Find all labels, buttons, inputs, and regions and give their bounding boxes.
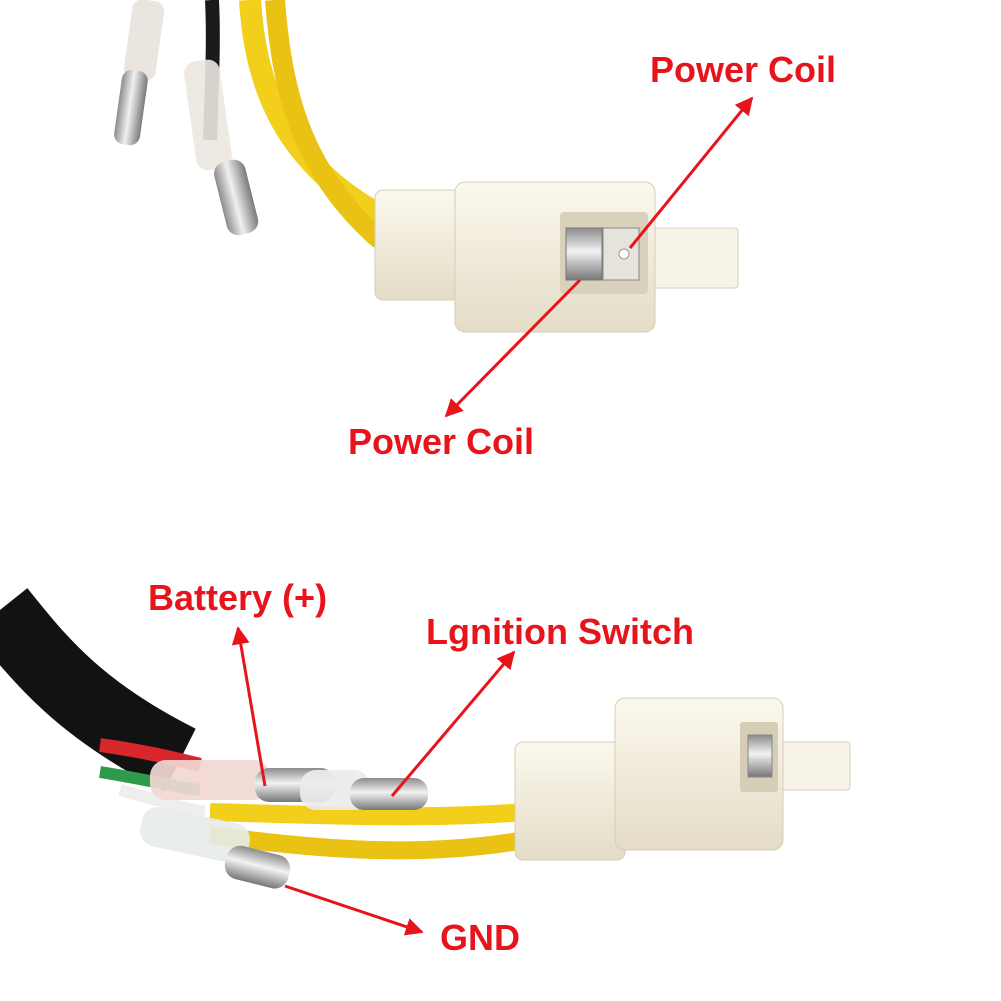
arrow-battery	[231, 626, 267, 787]
label-battery: Battery (+)	[148, 577, 328, 618]
terminal-sleeve	[140, 806, 250, 864]
label-power-coil-top: Power Coil	[650, 49, 837, 90]
label-gnd: GND	[440, 917, 520, 958]
terminal-blade	[747, 734, 773, 778]
yellow-wire	[265, 0, 387, 248]
arrow-ignition	[390, 650, 516, 797]
callout-arrows	[231, 96, 754, 936]
terminal-sleeve	[123, 0, 165, 81]
bottom-connector-assembly	[0, 588, 851, 889]
terminal-hole	[618, 248, 630, 260]
yellow-wire	[209, 803, 526, 826]
black-cable	[0, 588, 196, 792]
terminal-pin	[224, 845, 291, 889]
terminal-pin	[350, 778, 428, 810]
terminal-pin	[214, 159, 259, 236]
connector-body	[374, 189, 466, 301]
arrow-gnd	[284, 884, 424, 936]
arrow-power-coil-bottom	[444, 278, 582, 418]
terminal-pin	[114, 69, 148, 146]
yellow-wire	[208, 826, 527, 860]
terminal-sleeve	[150, 760, 270, 800]
top-connector-assembly	[114, 0, 739, 333]
terminal-blade	[565, 227, 603, 281]
label-power-coil-bottom: Power Coil	[348, 421, 535, 462]
terminal-sleeve	[184, 59, 232, 171]
arrow-power-coil-top	[628, 96, 754, 249]
white-wire	[118, 784, 206, 818]
connector-body	[514, 741, 626, 861]
label-ignition-switch: Lgnition Switch	[426, 611, 694, 652]
